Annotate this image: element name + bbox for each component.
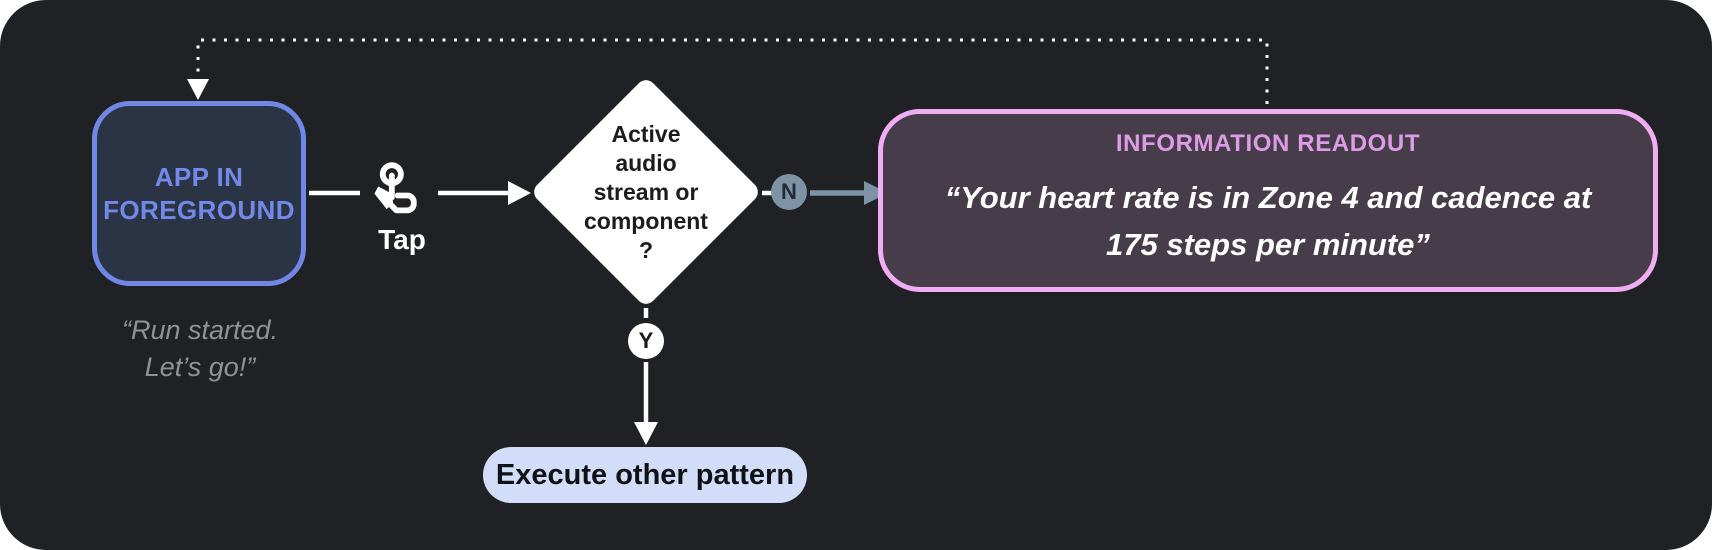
decision-arrowhead-icon: [508, 181, 531, 205]
app-node-label-line2: FOREGROUND: [103, 194, 295, 225]
execute-arrowhead-icon: [634, 422, 658, 445]
node-execute-other-pattern: Execute other pattern: [483, 447, 807, 503]
branch-yes-badge: Y: [628, 323, 664, 359]
node-information-readout: INFORMATION READOUT “Your heart rate is …: [878, 109, 1658, 292]
readout-quote-line1: “Your heart rate is in Zone 4 and cadenc…: [944, 180, 1592, 215]
decision-diamond-text: Active audio stream or component ?: [546, 120, 746, 265]
decision-line: Active: [611, 121, 681, 147]
readout-quote-line2: 175 steps per minute”: [1106, 227, 1430, 262]
branch-no-badge: N: [771, 174, 807, 210]
feedback-loop-dotted-line: [196, 38, 1269, 104]
feedback-arrowhead-icon: [187, 79, 209, 100]
app-voice-quote-line2: Let’s go!”: [144, 352, 256, 382]
decision-line: component: [584, 208, 708, 234]
readout-quote: “Your heart rate is in Zone 4 and cadenc…: [945, 174, 1592, 268]
tap-label: Tap: [378, 224, 426, 255]
node-app-in-foreground: APP IN FOREGROUND: [92, 101, 306, 286]
app-node-label-line1: APP IN: [154, 161, 244, 192]
app-voice-quote: “Run started. Let’s go!”: [50, 312, 350, 386]
readout-arrowhead-icon: [864, 181, 888, 205]
readout-title: INFORMATION READOUT: [1115, 130, 1421, 157]
decision-line: ?: [638, 237, 654, 263]
app-voice-quote-line1: “Run started.: [121, 315, 279, 345]
decision-line: stream or: [593, 179, 699, 205]
decision-line: audio: [615, 150, 677, 176]
tap-gesture-icon: [374, 162, 417, 214]
